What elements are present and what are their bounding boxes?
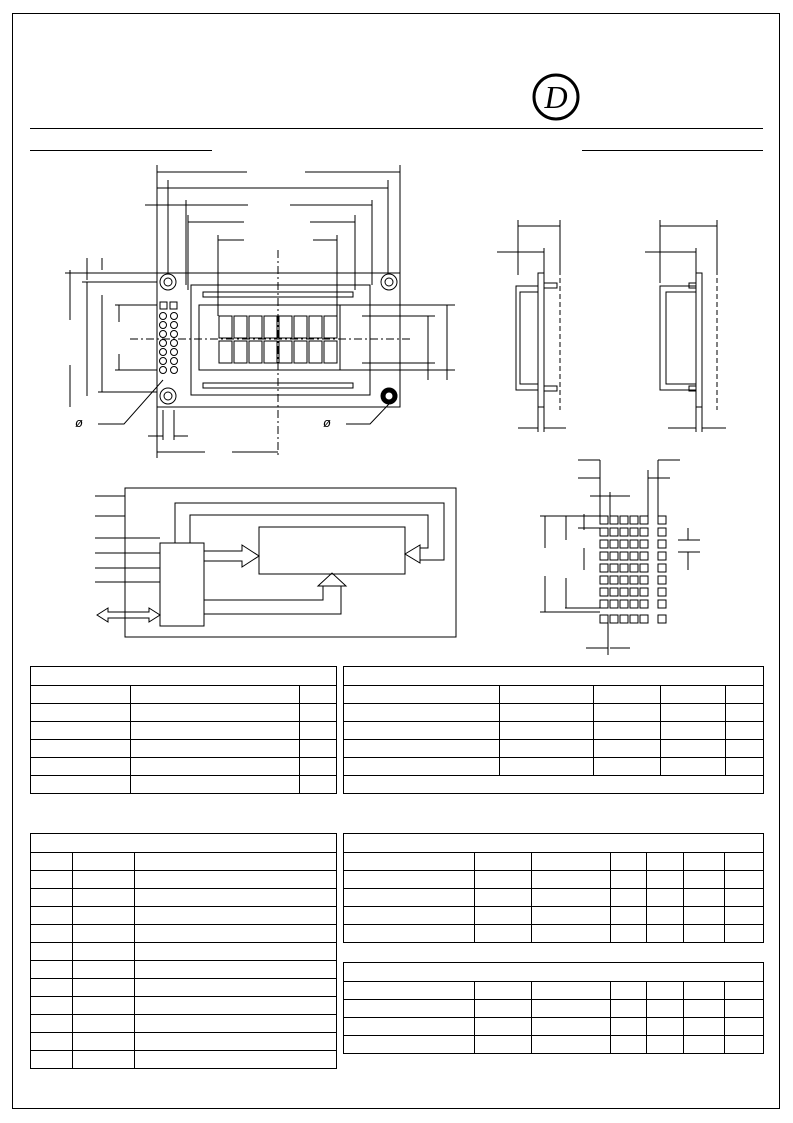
table-row <box>30 996 338 1015</box>
diameter-symbol-left: ø <box>75 415 83 430</box>
table-row <box>30 1050 338 1069</box>
table-row <box>343 1035 765 1054</box>
company-logo: D <box>532 73 580 121</box>
table-row <box>30 1014 338 1033</box>
header-rule-left <box>30 150 212 151</box>
table-row <box>343 757 765 776</box>
spec-table-a <box>29 666 338 794</box>
diameter-symbol-right: ø <box>323 415 331 430</box>
table-row <box>343 852 765 871</box>
table-row <box>30 721 338 740</box>
table-row <box>30 757 338 776</box>
table-e-title <box>342 962 765 982</box>
table-row <box>342 775 765 794</box>
datasheet-frame <box>12 13 780 1109</box>
table-row <box>30 685 338 704</box>
table-row <box>30 924 338 943</box>
logo-letter: D <box>543 79 567 115</box>
table-row <box>343 1017 765 1036</box>
block-diagram <box>95 487 457 638</box>
table-a-title <box>29 666 338 686</box>
table-row <box>30 960 338 979</box>
spec-table-b <box>342 666 765 794</box>
spec-table-d <box>342 833 765 943</box>
header-rule <box>30 128 763 129</box>
table-row <box>30 888 338 907</box>
table-row <box>30 852 338 871</box>
table-row <box>30 739 338 758</box>
spec-table-c <box>29 833 338 1069</box>
table-d-title <box>342 833 765 853</box>
table-row <box>343 721 765 740</box>
table-row <box>30 906 338 925</box>
table-row <box>30 942 338 961</box>
table-row <box>30 703 338 722</box>
table-row <box>343 999 765 1018</box>
table-row <box>343 924 765 943</box>
table-row <box>343 870 765 889</box>
table-row <box>343 703 765 722</box>
table-row <box>343 888 765 907</box>
table-row <box>343 906 765 925</box>
dot-matrix-detail <box>540 459 700 655</box>
side-view-right <box>645 220 726 432</box>
outline-front-view <box>65 165 455 458</box>
table-c-title <box>29 833 338 853</box>
table-row <box>30 870 338 889</box>
table-row <box>30 978 338 997</box>
table-b-title <box>342 666 765 686</box>
header-rule-right <box>582 150 763 151</box>
table-row <box>343 685 765 704</box>
table-row <box>343 739 765 758</box>
table-row <box>30 1032 338 1051</box>
table-row <box>343 981 765 1000</box>
table-row <box>30 775 338 794</box>
spec-table-e <box>342 962 765 1054</box>
side-view-left <box>497 220 566 432</box>
